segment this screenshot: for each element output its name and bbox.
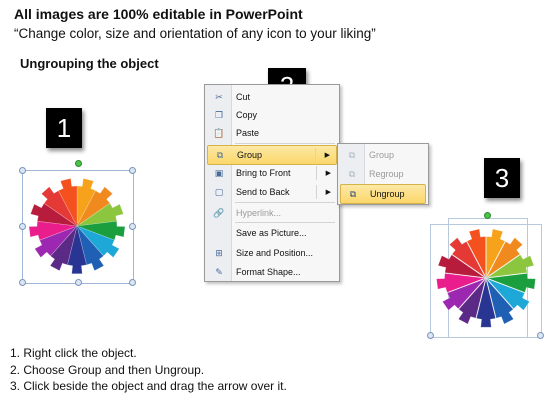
format-shape-icon: ✎	[215, 266, 223, 277]
wheel-segment	[76, 178, 97, 227]
resize-handle[interactable]	[129, 167, 136, 174]
menu-divider	[235, 222, 335, 223]
hyperlink-icon: 🔗	[213, 207, 225, 218]
page-subtitle: “Change color, size and orientation of a…	[14, 26, 376, 41]
wheel-segment	[76, 186, 114, 227]
wheel-segment[interactable]	[437, 254, 485, 278]
menu-item-paste[interactable]: 📋 Paste	[207, 124, 337, 142]
gear-wheel-ungrouped-icon[interactable]	[434, 226, 538, 330]
resize-handle[interactable]	[75, 279, 82, 286]
wheel-segment	[76, 220, 126, 241]
blank-icon	[211, 226, 227, 240]
menu-item-label: Hyperlink...	[236, 208, 282, 218]
wheel-segment[interactable]	[476, 279, 496, 328]
resize-handle[interactable]	[129, 223, 136, 230]
wheel-segment	[28, 220, 78, 241]
menu-item-label: Format Shape...	[236, 267, 301, 277]
wheel-segment[interactable]	[487, 278, 530, 311]
menu-item-hyperlink: 🔗 Hyperlink...	[207, 204, 337, 222]
bring-to-front-icon: ▣	[214, 167, 224, 178]
submenu-item-ungroup[interactable]: ⧉ Ungroup	[340, 184, 426, 204]
wheel-segment	[49, 225, 78, 272]
menu-item-copy[interactable]: ❐ Copy	[207, 106, 337, 124]
size-position-icon: ⊞	[215, 247, 223, 258]
wheel-segment[interactable]	[487, 273, 536, 293]
menu-item-bring-to-front[interactable]: ▣ Bring to Front ▶	[207, 164, 337, 182]
submenu-item-label: Regroup	[369, 169, 404, 179]
paste-icon: 📋	[213, 127, 225, 138]
menu-item-save-as-picture[interactable]: Save as Picture...	[207, 224, 337, 242]
menu-item-send-to-back[interactable]: ▢ Send to Back ▶	[207, 183, 337, 201]
regroup-icon: ⧉	[348, 168, 356, 179]
submenu-item-regroup: ⧉ Regroup	[340, 165, 426, 183]
wheel-segment[interactable]	[486, 228, 506, 277]
instruction-step: 3. Click beside the object and drag the …	[10, 379, 287, 393]
gear-wheel-icon[interactable]	[25, 174, 129, 278]
step-badge-1: 1	[46, 108, 82, 148]
submenu-item-label: Group	[369, 150, 395, 160]
ungroup-icon: ⧉	[349, 188, 357, 199]
menu-item-group[interactable]: ⧉ Group ▶	[207, 145, 337, 165]
group-icon: ⧉	[216, 149, 224, 160]
menu-divider	[235, 143, 335, 144]
wheel-segment	[30, 202, 78, 227]
menu-item-label: Size and Position...	[236, 248, 314, 258]
wheel-segment	[34, 225, 78, 258]
group-submenu: ⧉ Group ⧉ Regroup ⧉ Ungroup	[337, 143, 429, 205]
wheel-segment	[76, 225, 105, 272]
submenu-item-group: ⧉ Group	[340, 146, 426, 164]
menu-item-cut[interactable]: ✂ Cut	[207, 88, 337, 106]
menu-item-label: Bring to Front	[236, 168, 291, 178]
page-title: All images are 100% editable in PowerPoi…	[14, 6, 303, 22]
wheel-segment[interactable]	[442, 278, 485, 311]
group-icon: ⧉	[348, 149, 356, 160]
context-menu: ✂ Cut ❐ Copy 📋 Paste ⧉ Group ▶ ▣ Bring to Front ▶ ▢ S…	[204, 84, 340, 282]
menu-item-label: Paste	[236, 128, 260, 138]
rotate-handle[interactable]	[75, 160, 82, 167]
wheel-segment[interactable]	[436, 273, 485, 293]
wheel-segment	[57, 178, 78, 227]
wheel-segment	[76, 202, 124, 227]
submenu-arrow-icon: ▶	[325, 170, 331, 177]
section-title: Ungrouping the object	[20, 56, 159, 71]
send-to-back-icon: ▢	[214, 186, 224, 197]
resize-handle[interactable]	[427, 332, 434, 339]
wheel-hub	[483, 275, 489, 281]
rotate-handle[interactable]	[484, 212, 491, 219]
menu-item-size-and-position[interactable]: ⊞ Size and Position...	[207, 244, 337, 262]
wheel-segment[interactable]	[486, 279, 514, 325]
wheel-segment[interactable]	[487, 254, 535, 278]
submenu-arrow-icon: ▶	[324, 152, 330, 159]
menu-divider	[235, 202, 335, 203]
wheel-hub	[74, 223, 80, 229]
resize-handle[interactable]	[19, 279, 26, 286]
instruction-step: 2. Choose Group and then Ungroup.	[10, 362, 205, 377]
wheel-segment	[67, 225, 87, 275]
submenu-item-label: Ungroup	[370, 189, 405, 199]
menu-item-format-shape[interactable]: ✎ Format Shape...	[207, 263, 337, 281]
submenu-arrow-icon: ▶	[325, 189, 331, 196]
resize-handle[interactable]	[537, 332, 544, 339]
wheel-segment[interactable]	[466, 228, 486, 277]
instructions-list: 1. Right click the object. 2. Choose Gro…	[10, 345, 287, 395]
resize-handle[interactable]	[19, 167, 26, 174]
wheel-segment	[76, 225, 120, 258]
menu-item-label: Group	[237, 150, 263, 160]
wheel-segment[interactable]	[486, 237, 524, 278]
resize-handle[interactable]	[129, 279, 136, 286]
wheel-segment[interactable]	[458, 279, 486, 325]
menu-item-label: Copy	[236, 110, 258, 120]
copy-icon: ❐	[214, 109, 224, 120]
scissors-icon: ✂	[215, 91, 223, 102]
resize-handle[interactable]	[19, 223, 26, 230]
menu-item-label: Save as Picture...	[236, 228, 307, 238]
menu-item-label: Send to Back	[236, 187, 290, 197]
menu-item-label: Cut	[236, 92, 251, 102]
step-badge-3: 3	[484, 158, 520, 198]
wheel-segment	[40, 186, 78, 227]
instruction-step: 1. Right click the object.	[10, 346, 137, 360]
wheel-segment[interactable]	[448, 237, 486, 278]
